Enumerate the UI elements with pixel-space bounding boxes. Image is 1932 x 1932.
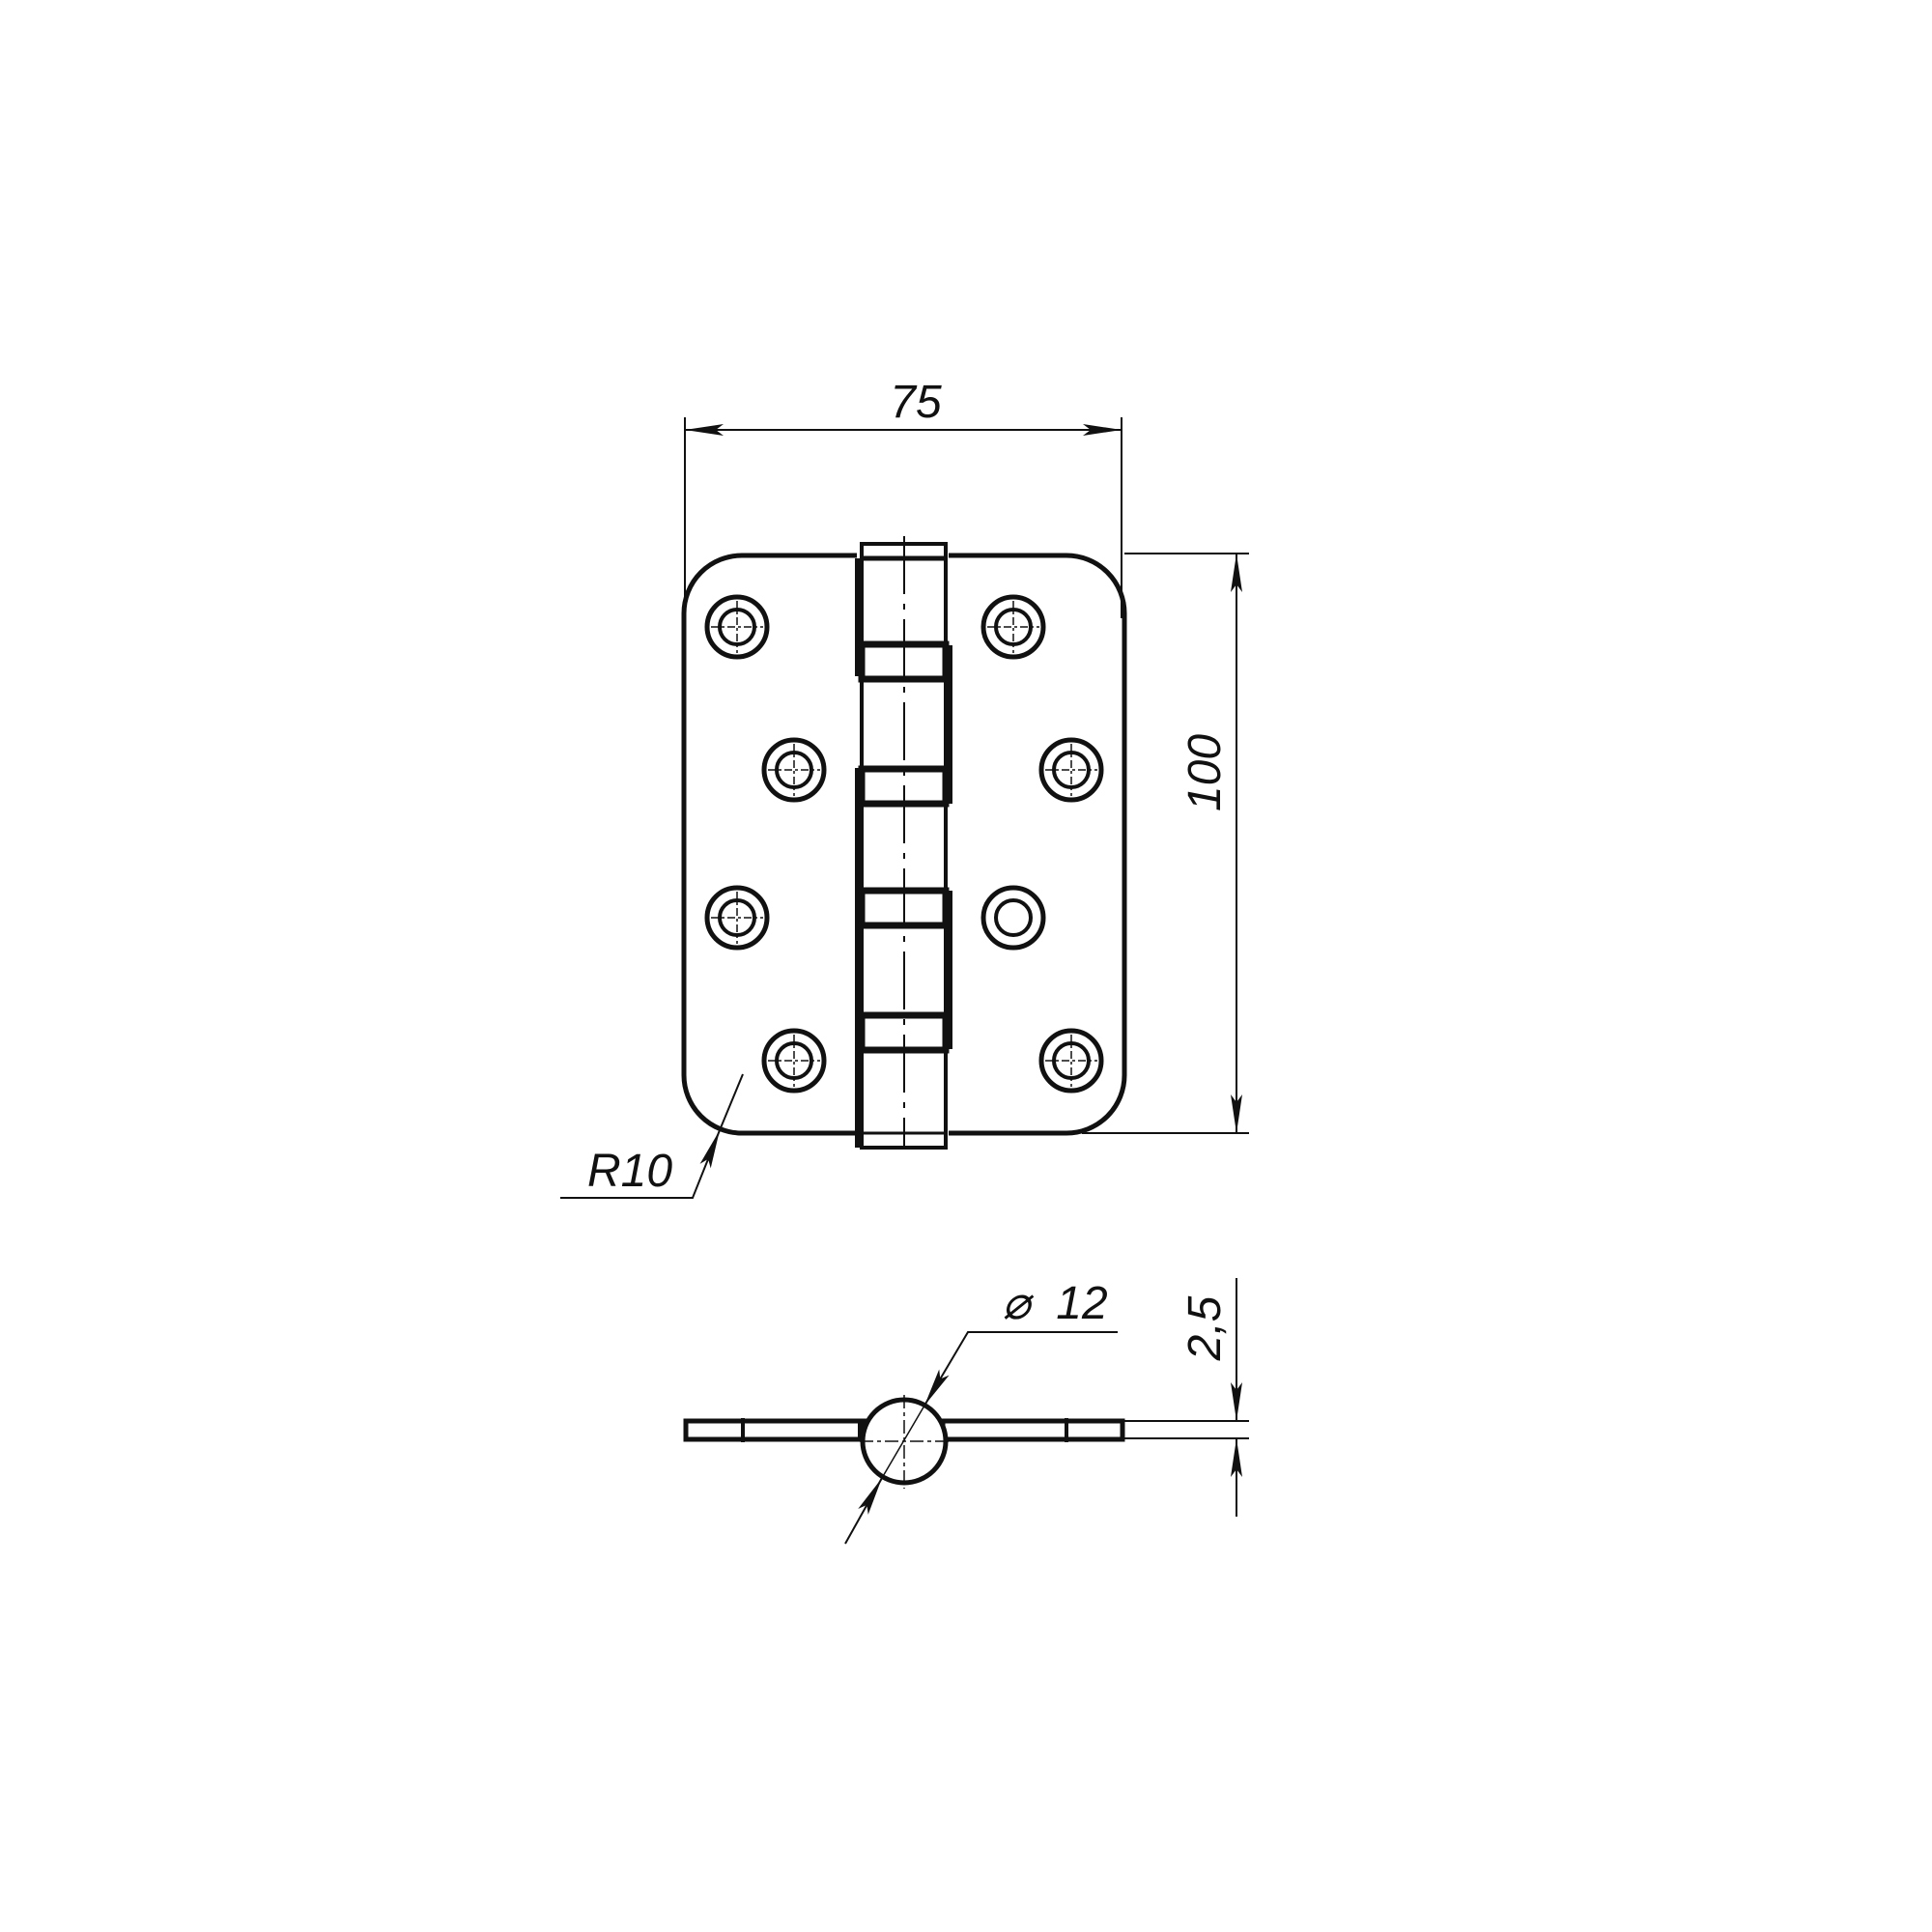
- diameter-leader: [844, 1331, 1118, 1545]
- thickness-dimension: [1122, 1278, 1249, 1517]
- width-dimension: [684, 417, 1122, 618]
- diameter-symbol-icon: ⌀: [1003, 1278, 1035, 1329]
- height-dimension-label: 100: [1179, 734, 1231, 811]
- screw-hole: [704, 594, 770, 660]
- diameter-label: ⌀ 12: [1003, 1278, 1108, 1329]
- screw-hole: [980, 594, 1046, 660]
- screw-holes: [704, 594, 1104, 1094]
- radius-label: R10: [587, 1146, 672, 1197]
- screw-hole: [704, 885, 770, 951]
- screw-hole-plain: [980, 885, 1046, 951]
- height-dimension: [1082, 553, 1249, 1134]
- hinge-plate-outline: [681, 553, 1127, 1136]
- thickness-label: 2,5: [1179, 1295, 1231, 1361]
- radius-leader: [560, 1073, 744, 1199]
- screw-hole: [1038, 737, 1104, 803]
- side-view: ⌀ 12 2,5: [683, 1278, 1249, 1545]
- diameter-value: 12: [1056, 1278, 1107, 1329]
- width-dimension-label: 75: [890, 377, 942, 428]
- screw-hole: [761, 1028, 827, 1094]
- front-view: 75 100 R10: [560, 377, 1249, 1199]
- screw-hole: [1038, 1028, 1104, 1094]
- screw-hole: [761, 737, 827, 803]
- hinge-knuckle: [855, 536, 952, 1150]
